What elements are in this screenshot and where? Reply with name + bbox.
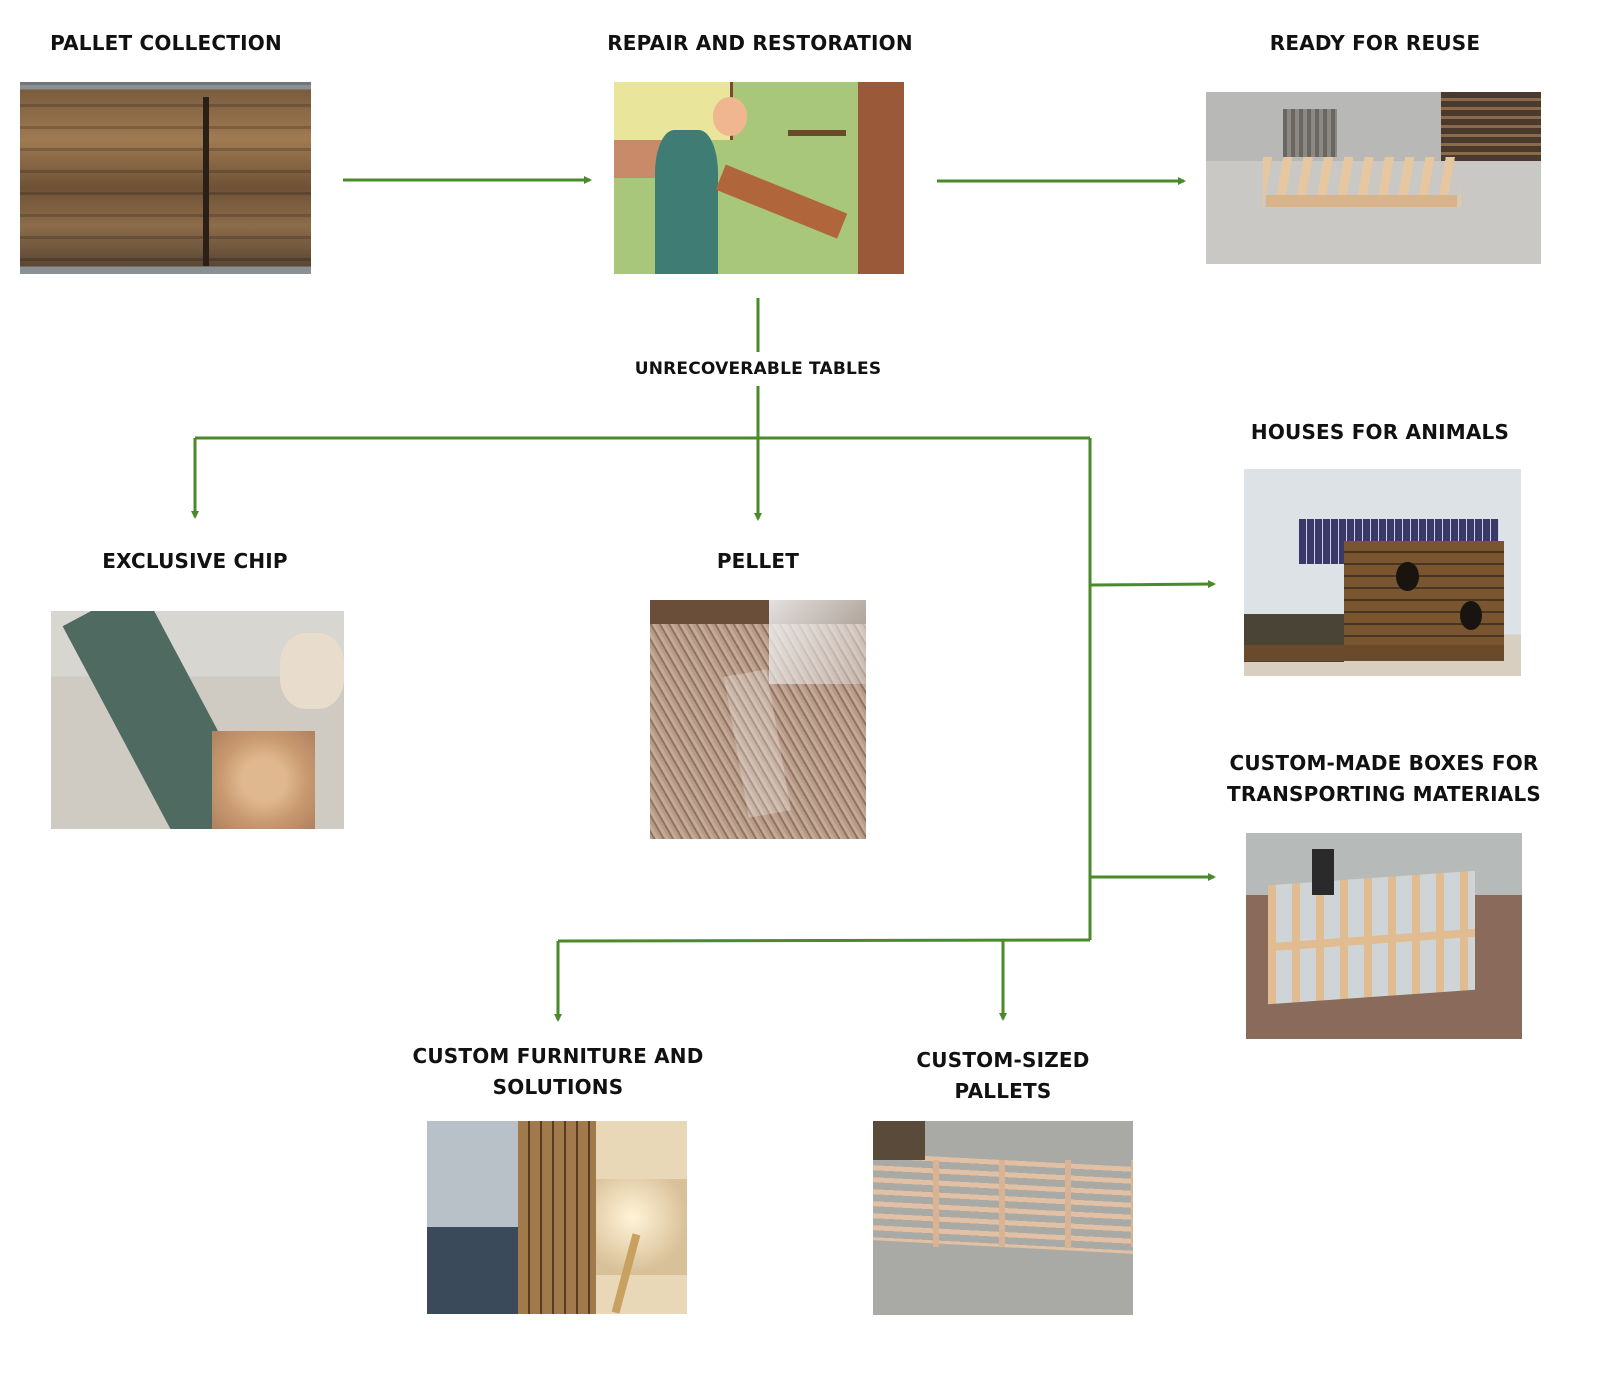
image-custom-furniture: [427, 1121, 687, 1314]
line-bottom-horizontal: [557, 938, 1091, 943]
label-unrecoverable-tables: UNRECOVERABLE TABLES: [634, 359, 882, 379]
label-custom-made-boxes-line1: CUSTOM-MADE BOXES FOR: [1229, 751, 1539, 775]
label-exclusive-chip: EXCLUSIVE CHIP: [102, 549, 288, 573]
label-pallet-collection: PALLET COLLECTION: [50, 31, 282, 55]
label-custom-furniture-line1: CUSTOM FURNITURE AND: [412, 1044, 704, 1068]
image-custom-made-boxes: [1246, 833, 1522, 1039]
label-custom-made-boxes: CUSTOM-MADE BOXES FOR TRANSPORTING MATER…: [1200, 748, 1568, 810]
image-exclusive-chip: [51, 611, 344, 829]
image-pallet-collection: [20, 82, 311, 274]
label-custom-furniture-line2: SOLUTIONS: [492, 1075, 624, 1099]
label-houses-for-animals: HOUSES FOR ANIMALS: [1250, 420, 1510, 444]
image-ready-for-reuse: [1206, 92, 1541, 264]
label-custom-furniture: CUSTOM FURNITURE AND SOLUTIONS: [398, 1041, 718, 1103]
label-repair-restoration: REPAIR AND RESTORATION: [607, 31, 913, 55]
label-pellet: PELLET: [716, 549, 800, 573]
label-custom-sized-pallets: CUSTOM-SIZED PALLETS: [873, 1045, 1133, 1107]
label-ready-for-reuse: READY FOR REUSE: [1269, 31, 1481, 55]
arrow-to-animals: [1089, 580, 1216, 589]
image-pellet: [650, 600, 866, 839]
label-custom-made-boxes-line2: TRANSPORTING MATERIALS: [1226, 782, 1542, 806]
image-houses-for-animals: [1244, 469, 1521, 676]
label-custom-sized-pallets-line2: PALLETS: [954, 1079, 1052, 1103]
image-custom-sized-pallets: [873, 1121, 1133, 1315]
image-repair-restoration: [614, 82, 904, 274]
label-custom-sized-pallets-line1: CUSTOM-SIZED: [916, 1048, 1090, 1072]
